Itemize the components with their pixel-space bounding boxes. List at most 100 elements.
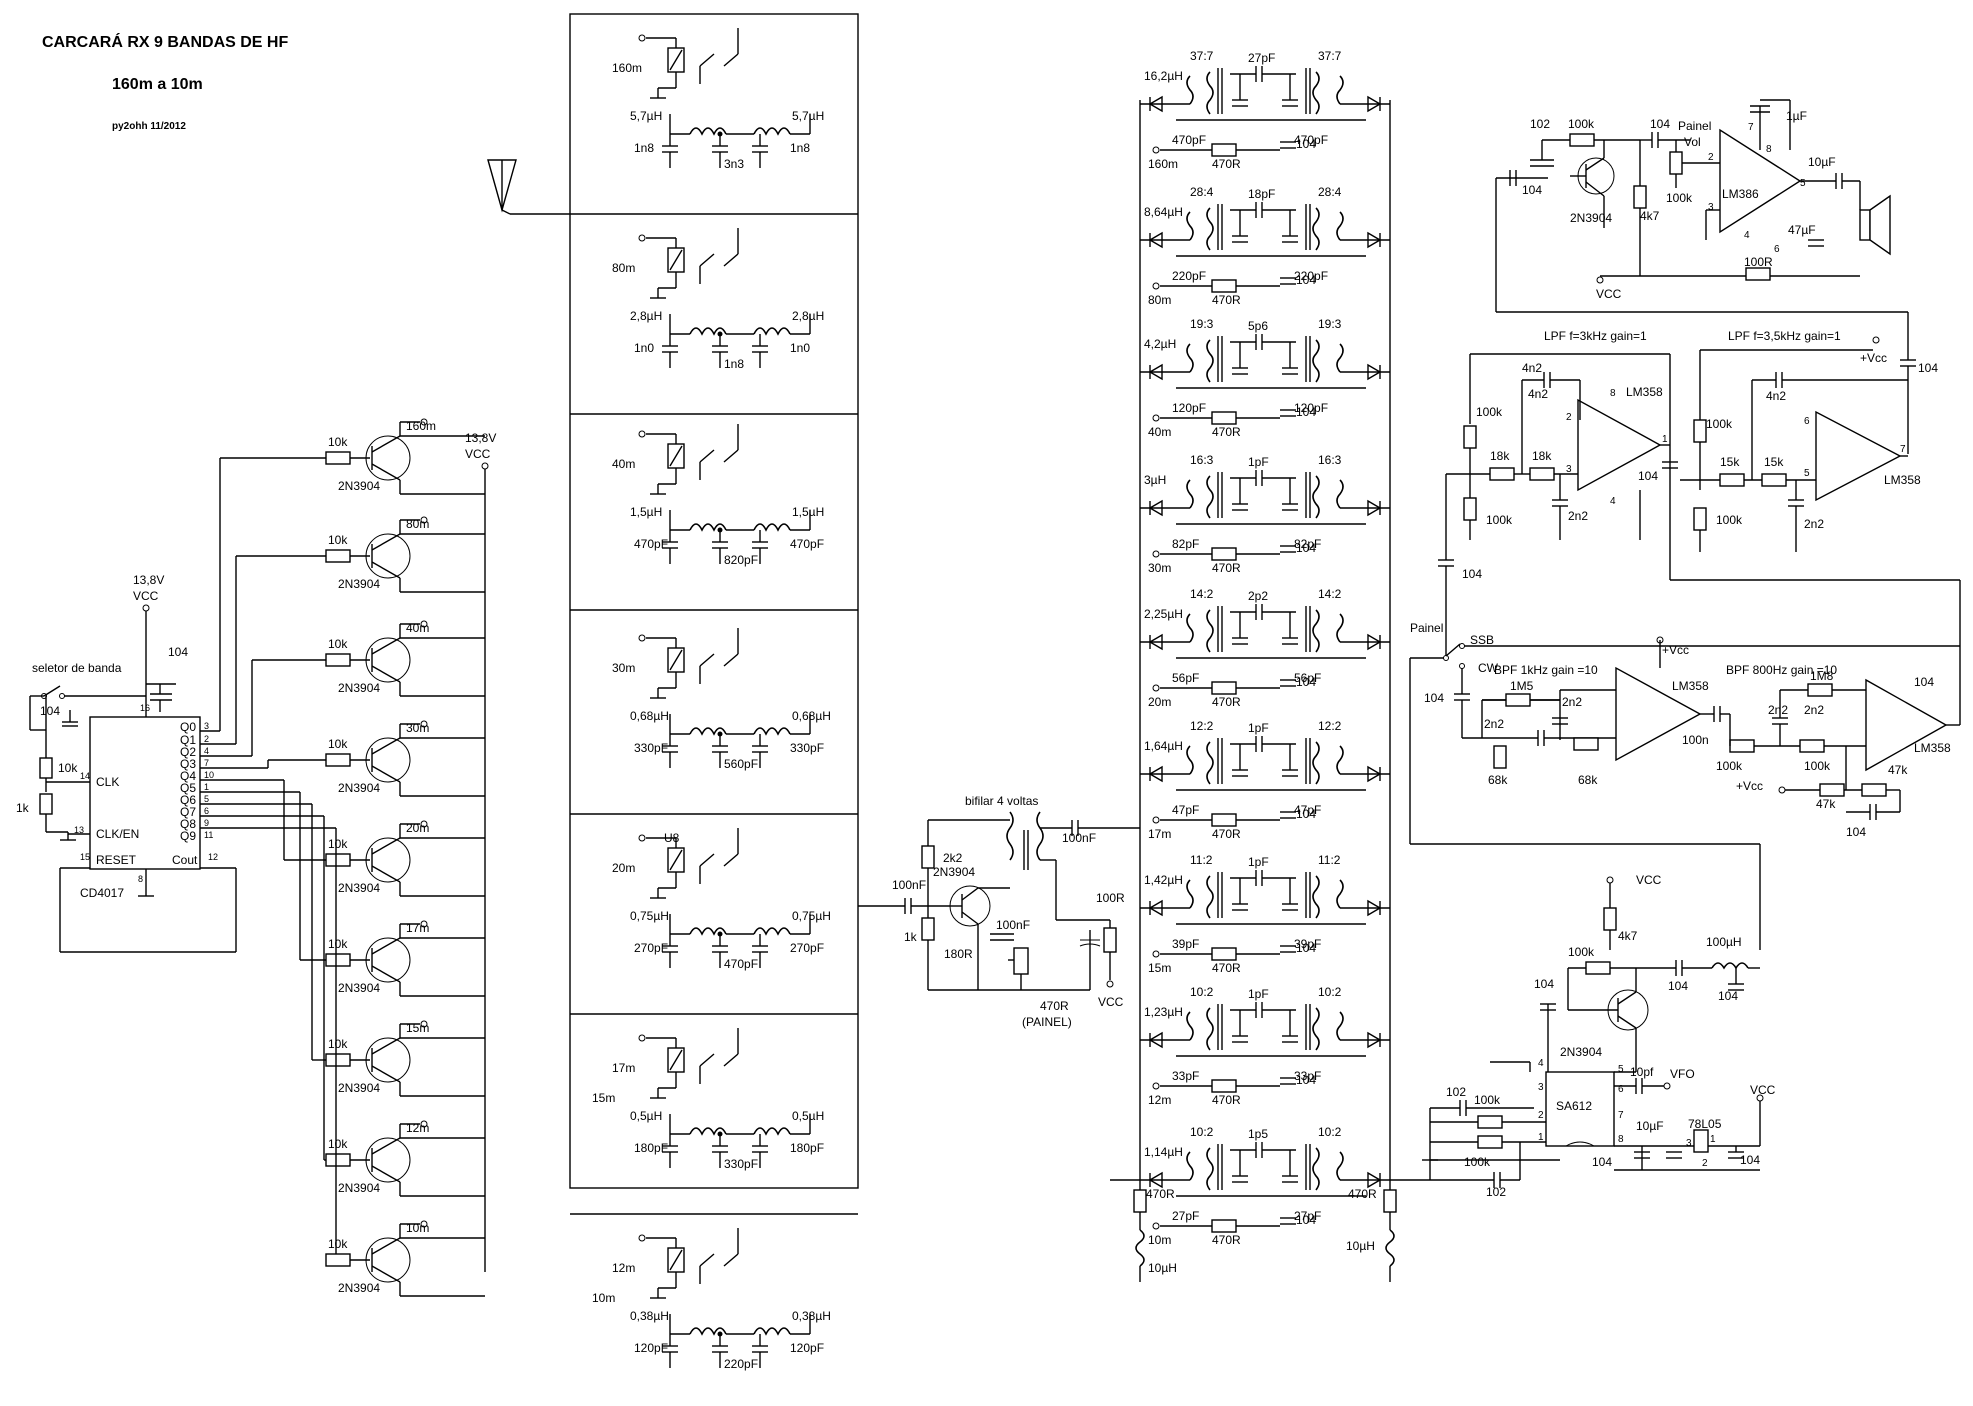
bpf-c-left: 1n8 xyxy=(634,141,654,155)
if-cby-label: 104 xyxy=(1296,137,1316,151)
lpf-c1-label: 4n2 xyxy=(1522,361,1542,375)
base-resistor-label: 10k xyxy=(328,1237,348,1251)
band-output-terminal xyxy=(420,1020,428,1028)
bpf-l-left: 0,5µH xyxy=(630,1109,662,1123)
if-ccouple-label: 1pF xyxy=(1248,721,1269,735)
if-r-label: 470R xyxy=(1212,561,1241,575)
if-resistor xyxy=(1211,1219,1237,1233)
lpf-pin7: 7 xyxy=(1900,444,1906,455)
bpf-title1: BPF 1kHz gain =10 xyxy=(1494,663,1598,677)
schematic-title: CARCARÁ RX 9 BANDAS DE HF xyxy=(42,34,289,51)
lpf-rbias1: 100k xyxy=(1476,405,1503,419)
sa612-pin2: 2 xyxy=(1538,1110,1544,1121)
if-ctune-right: 39pF xyxy=(1294,937,1321,951)
bpf-l-right: 5,7µH xyxy=(792,109,824,123)
bpf-c4-label: 2n2 xyxy=(1804,703,1824,717)
bpf-cw-label: CW xyxy=(1478,661,1499,675)
lpf-r3-label: 15k xyxy=(1720,455,1740,469)
cd4017-pin-11: 11 xyxy=(204,830,213,840)
base-resistor-label: 10k xyxy=(328,533,348,547)
bifilar-label: bifilar 4 voltas xyxy=(965,794,1038,808)
transistor-2n3904 xyxy=(365,1037,411,1083)
aa-pot-label: 100k xyxy=(1666,191,1693,205)
cd4017-output-q9: Q9 xyxy=(180,829,196,843)
if-cby-label: 104 xyxy=(1296,541,1316,555)
lm386-pin5: 5 xyxy=(1800,178,1806,189)
transistor-label: 2N3904 xyxy=(338,1081,380,1095)
if-cby-label: 104 xyxy=(1296,405,1316,419)
mx-creg-in-label: 10µF xyxy=(1636,1119,1664,1133)
if-r-label: 470R xyxy=(1212,157,1241,171)
band-label-40m: 40m xyxy=(406,621,429,635)
bpf-c-left: 330pF xyxy=(634,741,668,755)
cd4017-pin-6: 6 xyxy=(204,806,209,816)
mx-cl-label: 104 xyxy=(1718,989,1738,1003)
bpf-l-left: 0,38µH xyxy=(630,1309,669,1323)
sa612-pin6: 6 xyxy=(1618,1084,1624,1095)
sa612-pin8: 8 xyxy=(1618,1134,1624,1145)
if-l-label: 1,14µH xyxy=(1144,1145,1183,1159)
clk-pin-num: 14 xyxy=(80,771,90,781)
if-band-terminal xyxy=(1152,414,1160,422)
base-resistor xyxy=(325,451,351,465)
mx-vcc2-label: VCC xyxy=(1750,1083,1776,1097)
cd4017-output-q6: Q6 xyxy=(180,793,196,807)
if-ccouple-label: 1pF xyxy=(1248,987,1269,1001)
if-ctune-left: 82pF xyxy=(1172,537,1199,551)
if-l-label: 3µH xyxy=(1144,473,1166,487)
mx-creg-out-label: 104 xyxy=(1740,1153,1760,1167)
if-ratio-left: 37:7 xyxy=(1190,49,1214,63)
if-band-terminal xyxy=(1152,282,1160,290)
aa-re-label: 4k7 xyxy=(1640,209,1660,223)
lm386-pin7: 7 xyxy=(1748,122,1754,133)
band-output-terminal xyxy=(420,1220,428,1228)
mx-cvfo-label: 10pf xyxy=(1630,1065,1654,1079)
clk-label: CLK xyxy=(96,775,119,789)
mx-rq2-label: 4k7 xyxy=(1618,929,1638,943)
rf-pot-note: (PAINEL) xyxy=(1022,1015,1072,1029)
bpf-band-label: 160m xyxy=(612,61,642,75)
inductor xyxy=(689,927,727,936)
sa612-pin1: 1 xyxy=(1538,1132,1544,1143)
cd4017-pin-1: 1 xyxy=(204,782,209,792)
mx-q-label: 2N3904 xyxy=(1560,1045,1602,1059)
if-transformer xyxy=(1312,339,1320,383)
if-ctune-right: 82pF xyxy=(1294,537,1321,551)
if-ratio-right: 28:4 xyxy=(1318,185,1342,199)
if-transformer xyxy=(1312,1147,1320,1191)
lpf-title1: LPF f=3kHz gain=1 xyxy=(1544,329,1647,343)
r1k-label: 1k xyxy=(16,801,30,815)
if-r-label: 470R xyxy=(1212,827,1241,841)
bpf-c-right: 1n0 xyxy=(790,341,810,355)
bpf-l-right: 1,5µH xyxy=(792,505,824,519)
if-cby-label: 104 xyxy=(1296,675,1316,689)
bpf-band-label: 80m xyxy=(612,261,635,275)
antenna-symbol xyxy=(487,159,570,215)
supply-cap-label: 104 xyxy=(168,645,188,659)
cd4017-output-q8: Q8 xyxy=(180,817,196,831)
bpf-r4-label: 68k xyxy=(1578,773,1598,787)
base-resistor-label: 10k xyxy=(328,937,348,951)
if-ratio-right: 37:7 xyxy=(1318,49,1342,63)
relay-terminal xyxy=(638,234,646,242)
mixer-section: VCC 4k7 100k 104 2N3904 104 100µH 104 xyxy=(1422,873,1776,1199)
lm386-label: LM386 xyxy=(1722,187,1759,201)
mx-c1-label: 102 xyxy=(1446,1085,1466,1099)
if-l-label: 8,64µH xyxy=(1144,205,1183,219)
if-ctune-left: 33pF xyxy=(1172,1069,1199,1083)
sa612-pin4: 4 xyxy=(1538,1058,1544,1069)
mx-l-label: 100µH xyxy=(1706,935,1742,949)
supply-vcc-label: VCC xyxy=(133,589,159,603)
if-ccouple-label: 1pF xyxy=(1248,455,1269,469)
transistor-label: 2N3904 xyxy=(338,781,380,795)
bpf-c-mid: 220pF xyxy=(724,1357,758,1371)
lpf-ccouple-label: 104 xyxy=(1462,567,1482,581)
if-r-label: 470R xyxy=(1212,425,1241,439)
if-transformer xyxy=(1206,1147,1214,1191)
lpf-title2: LPF f=3,5kHz gain=1 xyxy=(1728,329,1841,343)
if-r-label: 470R xyxy=(1212,1093,1241,1107)
aa-cout-label: 10µF xyxy=(1808,155,1836,169)
bpf-c-right: 1n8 xyxy=(790,141,810,155)
